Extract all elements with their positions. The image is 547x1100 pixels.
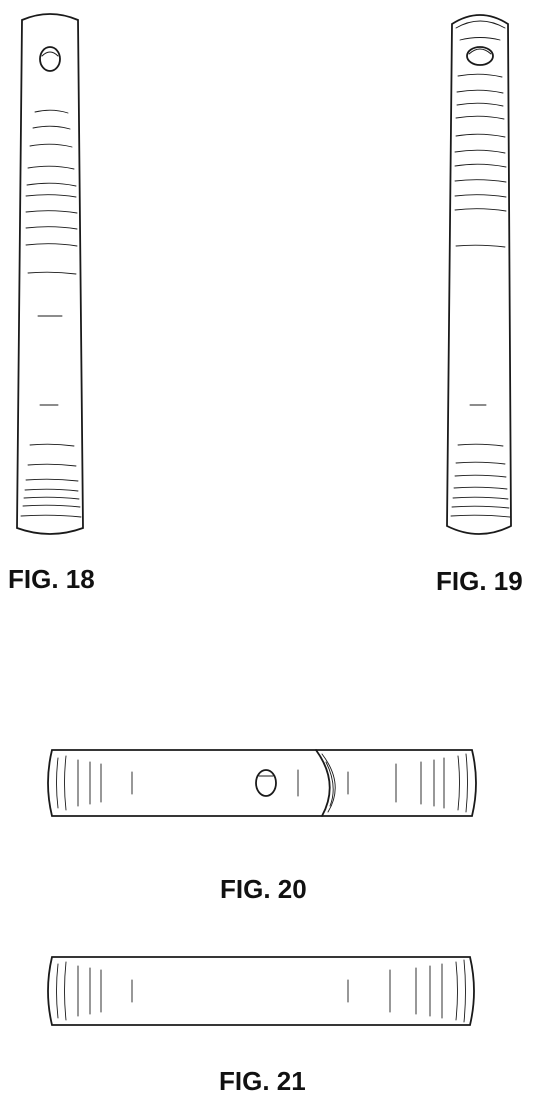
figure-19-vertical-bar xyxy=(447,15,511,534)
fig18-hole xyxy=(40,47,60,71)
fig18-hole-inner-edge xyxy=(42,52,58,56)
fig20-seam xyxy=(316,750,330,816)
figure-21-horizontal-bar xyxy=(48,957,474,1025)
figure-20-horizontal-bar xyxy=(48,750,476,816)
fig21-bar-outline xyxy=(48,957,474,1025)
fig20-shading-lines xyxy=(57,754,468,812)
fig21-shading-lines xyxy=(57,960,466,1022)
fig19-shading-lines xyxy=(451,38,510,518)
figure-18-vertical-bar xyxy=(17,14,83,534)
fig-18-caption: FIG. 18 xyxy=(8,566,95,592)
fig-19-caption: FIG. 19 xyxy=(436,568,523,594)
fig19-top-inner-arc xyxy=(456,21,505,28)
fig18-shading-lines xyxy=(21,110,81,517)
fig20-bar-outline xyxy=(48,750,476,816)
fig-20-caption: FIG. 20 xyxy=(220,876,307,902)
fig19-hole xyxy=(467,47,493,65)
fig-21-caption: FIG. 21 xyxy=(219,1068,306,1094)
fig20-hole xyxy=(256,770,276,796)
